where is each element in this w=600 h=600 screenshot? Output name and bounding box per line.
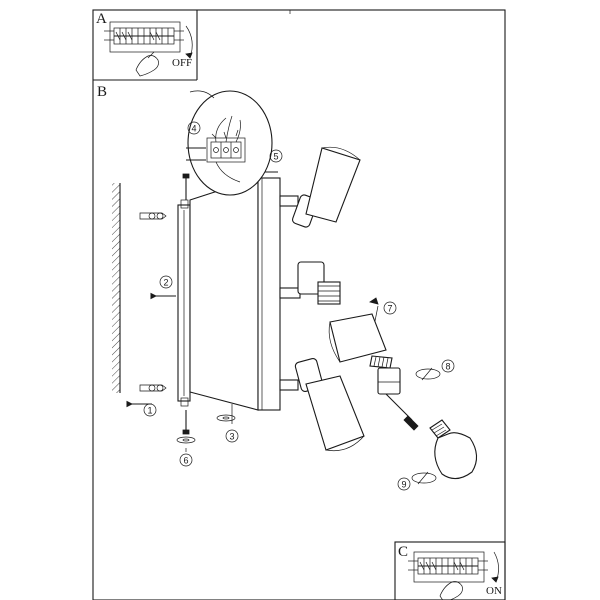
washer-6	[176, 436, 196, 444]
step-1-callout: 1	[143, 403, 157, 417]
panel-a-letter: A	[96, 11, 107, 27]
lamp-head-middle	[279, 261, 341, 305]
panel-c-frame	[394, 541, 506, 600]
wall	[112, 183, 121, 393]
panel-a-terminal-block	[104, 21, 184, 53]
panel-a: A OFF	[96, 11, 193, 77]
panel-c-hand-icon	[439, 581, 463, 600]
step-7-label: 7	[388, 304, 393, 314]
rotate-icon-8	[415, 367, 441, 381]
panel-b-letter: B	[97, 84, 107, 100]
lamp-head-bottom	[279, 358, 365, 452]
panel-c-switch-label: ON	[486, 585, 502, 597]
bottom-mount-screw	[182, 410, 190, 435]
wall-plug-top	[139, 212, 167, 220]
step-5-callout: 5	[269, 149, 283, 163]
mounting-bracket	[177, 199, 191, 407]
panel-a-switch-label: OFF	[172, 57, 192, 69]
washer-3	[216, 414, 236, 422]
step-6-label: 6	[184, 456, 189, 466]
lamp-holder	[377, 367, 419, 431]
panel-c: C ON	[394, 541, 506, 600]
step-8-callout: 8	[441, 359, 455, 373]
step-9-label: 9	[402, 480, 407, 490]
panel-c-terminal-block	[408, 551, 488, 583]
top-mount-screw	[182, 173, 190, 200]
step-6-callout: 6	[179, 453, 193, 467]
step-8-label: 8	[446, 362, 451, 372]
outer-frame	[92, 9, 506, 600]
step-2-callout: 2	[159, 275, 173, 289]
step-1-label: 1	[148, 406, 153, 416]
panel-c-letter: C	[398, 544, 408, 560]
step-2-label: 2	[164, 278, 169, 288]
wall-plug-bottom	[139, 384, 167, 392]
step-callouts: 1 2 3 4 5 6 7 8	[143, 121, 455, 491]
step-9-callout: 9	[397, 477, 411, 491]
shade-detached	[328, 313, 387, 363]
wiring-detail	[186, 90, 273, 196]
light-bulb	[429, 419, 478, 480]
main-body	[189, 177, 281, 411]
step-3-label: 3	[230, 432, 235, 442]
step-3-callout: 3	[225, 429, 239, 443]
step-5-label: 5	[274, 152, 279, 162]
step-4-label: 4	[192, 124, 197, 134]
rotate-icon-9	[411, 471, 437, 485]
step-4-callout: 4	[187, 121, 201, 135]
ring-nut	[369, 355, 393, 369]
step-7-callout: 7	[383, 301, 397, 315]
panel-a-hand-icon	[135, 51, 159, 77]
lamp-head-top	[279, 146, 361, 228]
